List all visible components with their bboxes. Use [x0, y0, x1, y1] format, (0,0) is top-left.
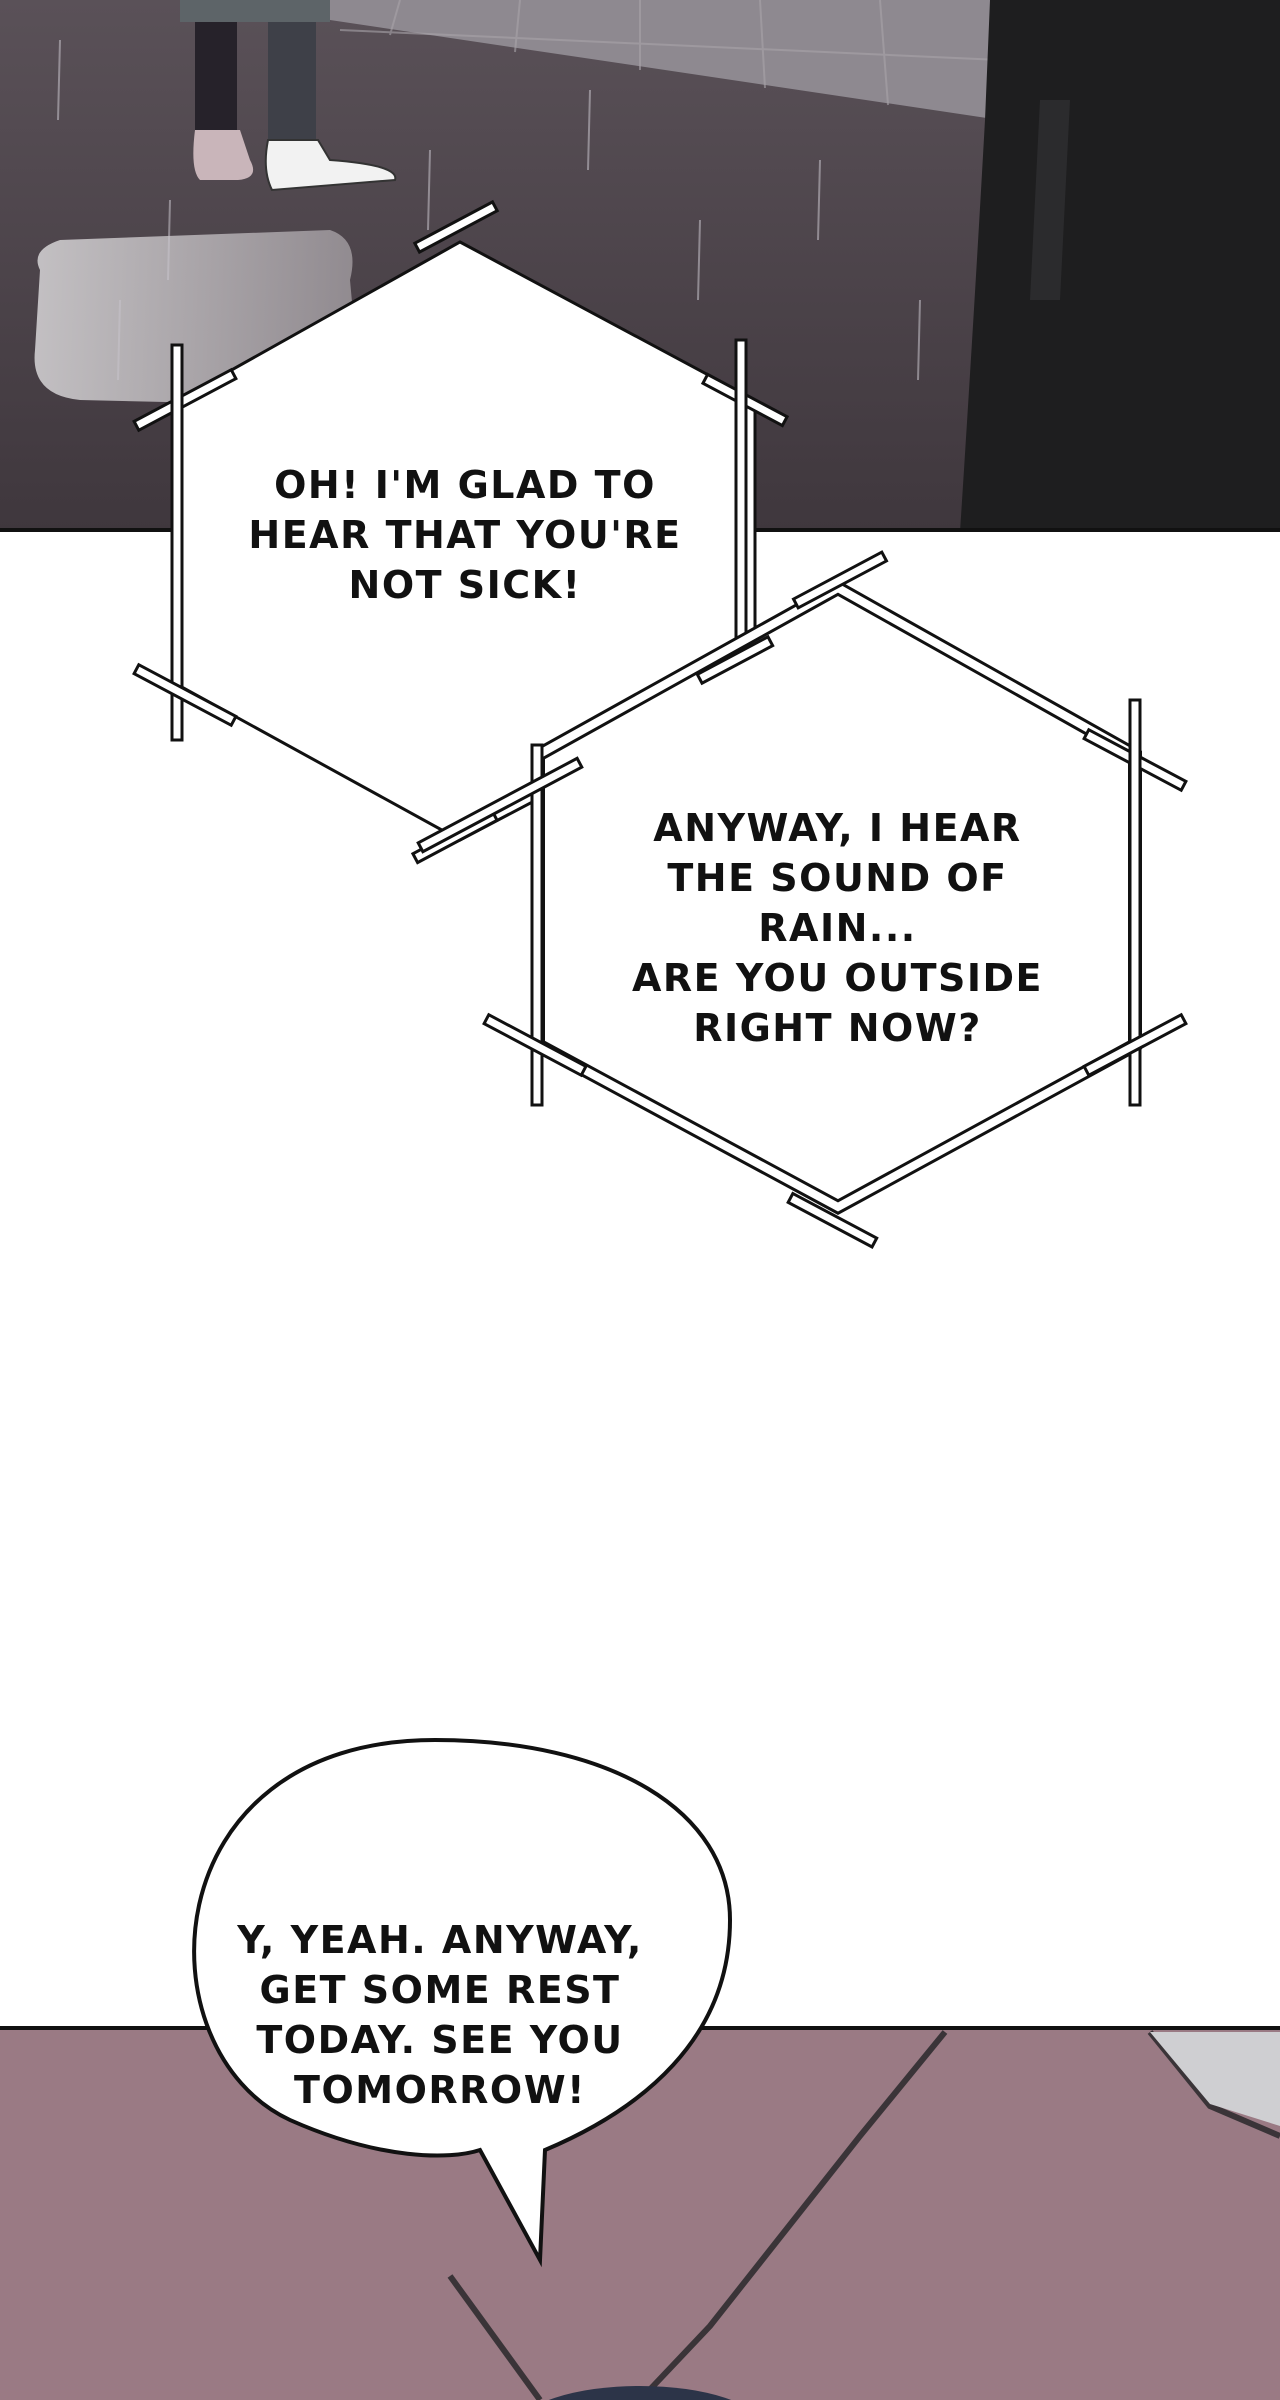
bubble-text-get-some-rest: Y, YEAH. ANYWAY, GET SOME REST TODAY. SE…	[237, 1918, 643, 2112]
bubble-text-sound-of-rain: ANYWAY, I HEAR THE SOUND OF RAIN... ARE …	[632, 806, 1043, 1050]
hexagon-bubble-2	[416, 550, 1188, 1249]
hexagon-bubble-1	[132, 199, 790, 865]
round-speech-bubble	[192, 1737, 733, 2268]
bubble-text-glad-not-sick: OH! I'M GLAD TO HEAR THAT YOU'RE NOT SIC…	[248, 463, 682, 607]
